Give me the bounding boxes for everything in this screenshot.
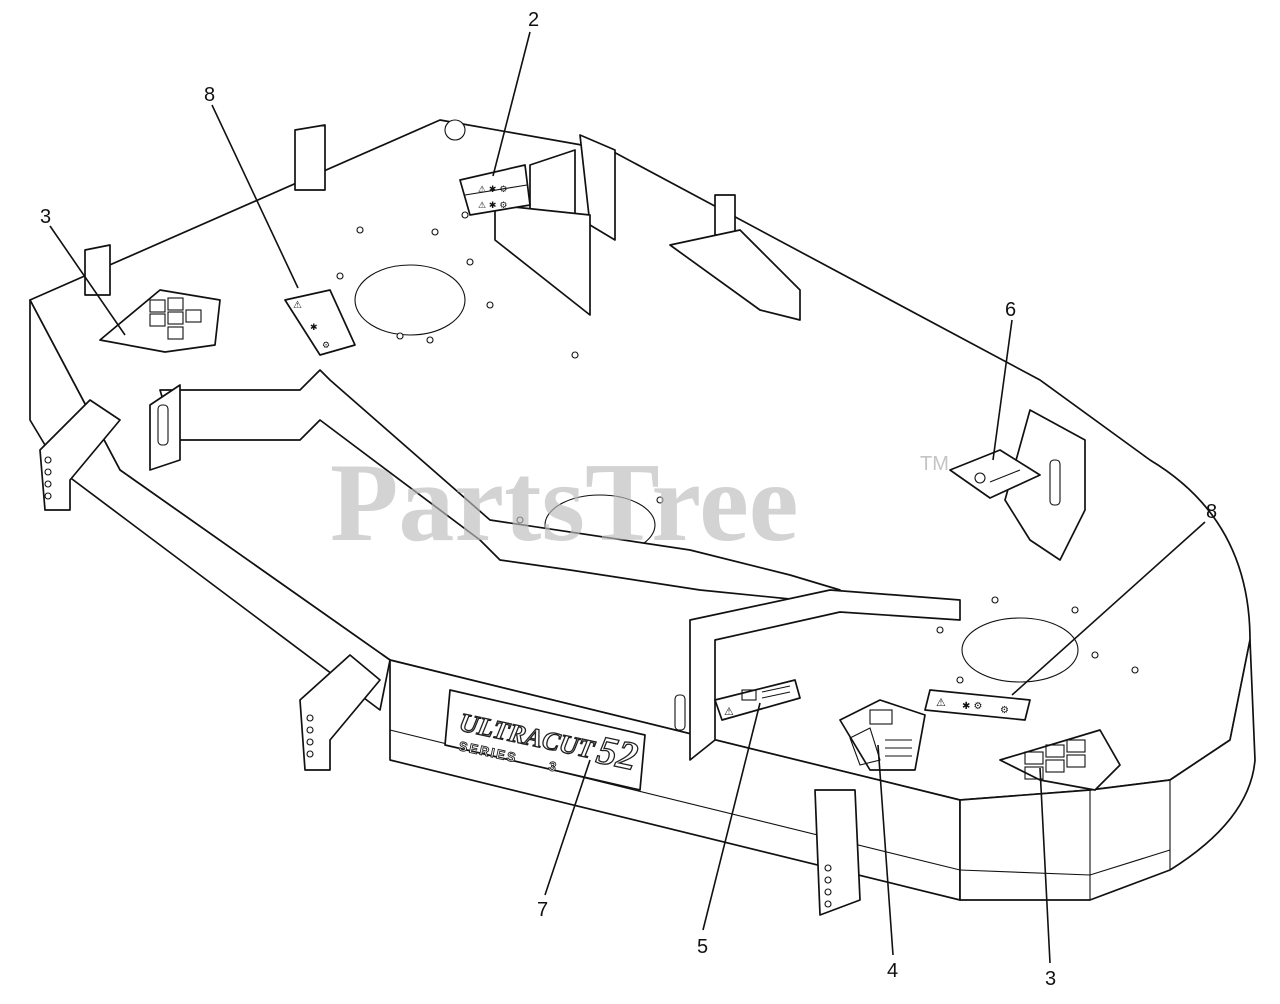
callout-2: 2 [528,9,539,31]
callout-6: 6 [1005,299,1016,321]
callout-7: 7 [537,899,548,921]
grease-fitting [444,119,466,141]
svg-text:⚠ ✱ ⚙: ⚠ ✱ ⚙ [478,201,507,211]
right-baffle [689,589,961,761]
svg-text:⚙: ⚙ [322,341,330,351]
svg-text:⚠: ⚠ [936,696,946,709]
svg-text:⚠: ⚠ [293,300,302,311]
decal-7-brand: ULTRACUT SERIES 3 52 [444,689,646,791]
callout-3-left: 3 [40,206,51,228]
leader-5 [702,702,761,931]
idler-bracket [669,229,801,321]
decal-5: ⚠ [714,679,801,721]
decal-3-left [99,289,221,353]
rear-bracket-center2 [579,134,616,241]
decal-8-left: ⚠ ✱ ⚙ [284,289,356,356]
leader-3a [49,225,126,336]
decal-6 [949,449,1041,499]
callout-8-right: 8 [1206,501,1217,523]
leader-4 [877,744,894,956]
watermark-trademark: TM [920,453,949,475]
callout-8-left: 8 [204,84,215,106]
callout-3-right: 3 [1045,968,1056,990]
rear-bracket-center3 [494,204,591,316]
leader-6 [992,319,1013,461]
leader-3b [1039,767,1051,964]
leader-lines [49,31,1206,964]
bolt-holes [336,211,1139,684]
brand-size: 52 [593,727,641,779]
spindle-opening-right [961,617,1079,683]
svg-text:⚠ ✱ ⚙: ⚠ ✱ ⚙ [478,185,507,195]
leader-2 [492,31,531,177]
decal-3-right [999,729,1121,791]
front-hitch-left [39,399,121,511]
rear-post-left2 [84,244,111,296]
callout-4: 4 [887,960,898,982]
brand-series-number: 3 [547,758,559,775]
svg-text:✱ ⚙: ✱ ⚙ [962,701,983,712]
svg-text:⚙: ⚙ [1000,705,1009,716]
front-hitch-right [814,789,861,916]
callouts: 2 8 3 6 8 7 5 4 3 [40,9,1217,990]
left-baffle-bracket [149,384,181,471]
leader-8b [1011,521,1206,696]
leader-7 [544,759,591,896]
svg-text:⚠: ⚠ [724,705,734,718]
spindle-opening-left [354,264,466,336]
decal-2-group: ⚠ ✱ ⚙ ⚠ ✱ ⚙ [459,164,531,216]
rear-post-right [714,194,736,236]
deck-left-skirt [29,299,391,711]
decal-4 [839,699,926,771]
leader-8a [211,104,299,289]
svg-text:✱: ✱ [310,323,318,333]
right-gauge-bracket [1004,409,1086,561]
rear-post-left [294,124,326,191]
watermark-text: PartsTree [330,441,799,565]
decal-8-right: ⚠ ✱ ⚙ ⚙ [924,689,1031,721]
callout-5: 5 [697,936,708,958]
mower-deck [29,119,1256,916]
front-hitch-mid [299,654,381,771]
